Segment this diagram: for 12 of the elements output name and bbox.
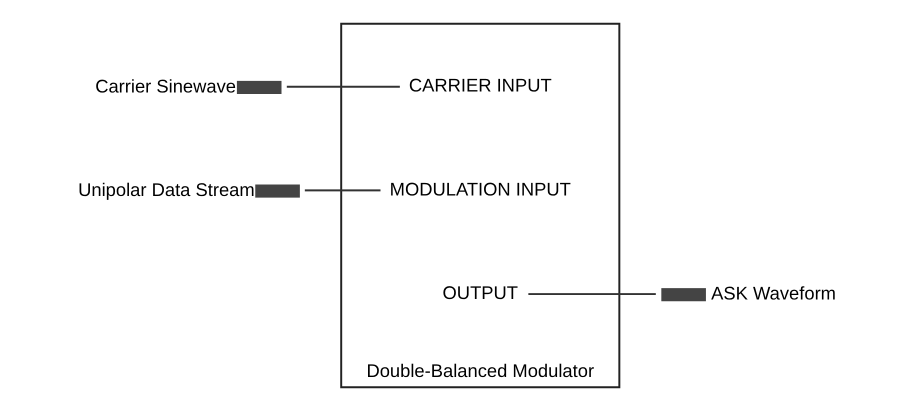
node-bar (255, 184, 300, 198)
connector (286, 86, 400, 88)
node-label: Carrier Sinewave (95, 75, 236, 96)
node-text: MODULATION INPUT (390, 178, 571, 200)
node-text: CARRIER INPUT (408, 74, 552, 96)
connector (304, 189, 380, 192)
node-bar (661, 288, 706, 302)
connector (528, 293, 656, 296)
node-bar (236, 80, 282, 94)
node-text: OUTPUT (442, 282, 518, 303)
node-label: Unipolar Data Stream (78, 178, 255, 200)
node-label: ASK Waveform (711, 282, 836, 304)
